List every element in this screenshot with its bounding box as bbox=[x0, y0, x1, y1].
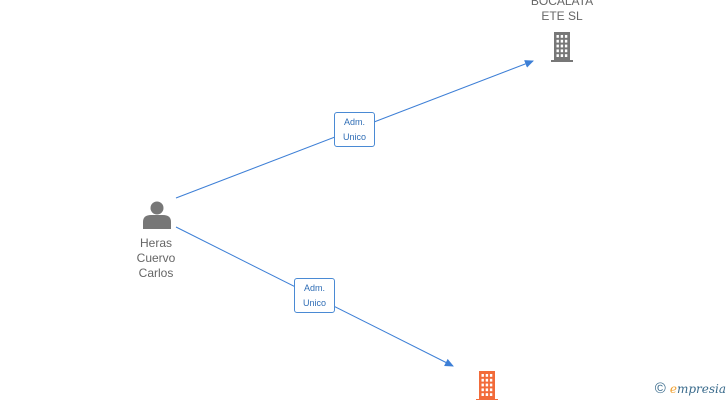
person-icon[interactable] bbox=[143, 201, 171, 230]
empresia-watermark: © empresia bbox=[655, 380, 726, 397]
company-label-bocalata[interactable]: BOCALATA ETE SL bbox=[530, 0, 594, 23]
company-building-icon[interactable] bbox=[551, 32, 573, 62]
edge-label-role: Adm. Unico bbox=[334, 112, 375, 147]
empresia-logo: empresia bbox=[669, 381, 726, 396]
edge-label-role: Adm. Unico bbox=[294, 278, 335, 313]
copyright-icon: © bbox=[654, 380, 666, 397]
person-label[interactable]: Heras Cuervo Carlos bbox=[136, 236, 176, 280]
company-building-icon[interactable] bbox=[476, 371, 498, 400]
